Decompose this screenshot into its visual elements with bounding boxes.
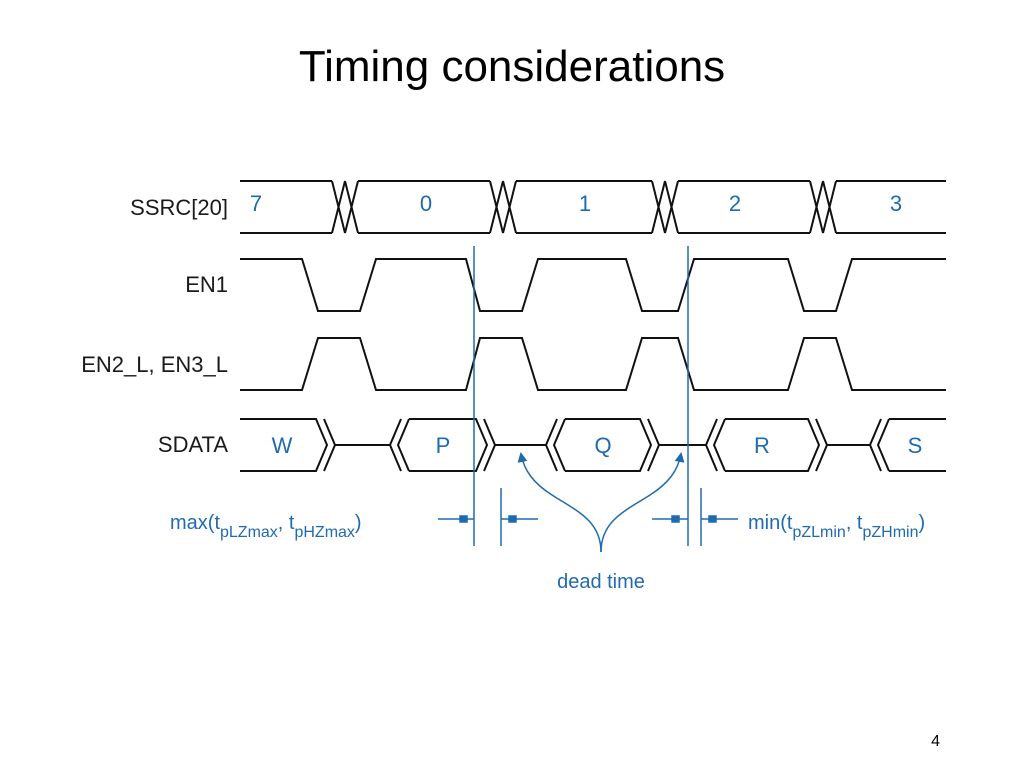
max-delay-subscript-1: pLZmax bbox=[220, 524, 278, 541]
min-delay-prefix: min(t bbox=[748, 512, 793, 534]
sdata-value: S bbox=[908, 433, 923, 458]
sdata-segment-r bbox=[700, 418, 835, 472]
right-interval-tick-b bbox=[708, 515, 717, 523]
ssrc-value: 0 bbox=[420, 191, 432, 216]
en2-en3-waveform bbox=[240, 337, 946, 391]
slide-title: Timing considerations bbox=[298, 42, 726, 91]
max-delay-prefix: max(t bbox=[170, 512, 220, 534]
ssrc-value: 2 bbox=[729, 191, 741, 216]
ssrc-transition-1 bbox=[331, 180, 359, 234]
ssrc-transition-2 bbox=[489, 180, 517, 234]
sdata-value: Q bbox=[594, 433, 611, 458]
page-number: 4 bbox=[931, 733, 940, 750]
min-delay-separator: , t bbox=[846, 512, 863, 534]
min-delay-suffix: ) bbox=[919, 512, 926, 534]
max-delay-subscript-2: pHZmax bbox=[294, 524, 354, 541]
en2-en3-label: EN2_L, EN3_L bbox=[81, 352, 228, 377]
max-delay-separator: , t bbox=[278, 512, 295, 534]
reference-lines bbox=[473, 246, 702, 546]
ssrc-transition-3 bbox=[651, 180, 679, 234]
ssrc-bus bbox=[240, 180, 946, 234]
sdata-label: SDATA bbox=[158, 432, 228, 457]
sdata-value: W bbox=[272, 433, 293, 458]
min-delay-subscript-2: pZHmin bbox=[862, 524, 918, 541]
ssrc-value: 1 bbox=[579, 191, 591, 216]
ssrc-label: SSRC[20] bbox=[130, 195, 228, 220]
right-interval-tick-a bbox=[671, 515, 680, 523]
sdata-values: W P Q R S bbox=[272, 433, 923, 458]
ssrc-value: 3 bbox=[890, 191, 902, 216]
min-delay-label: min(tpZLmin, tpZHmin) bbox=[748, 512, 925, 541]
dead-time-pointers bbox=[517, 452, 685, 553]
dead-time-label: dead time bbox=[557, 571, 645, 593]
en1-waveform bbox=[240, 258, 946, 312]
sdata-segment-s bbox=[864, 418, 946, 472]
sdata-segment-w bbox=[240, 418, 343, 472]
sdata-segment-p bbox=[382, 418, 503, 472]
sdata-value: P bbox=[436, 433, 451, 458]
interval-markers bbox=[438, 515, 738, 523]
ssrc-values: 7 0 1 2 3 bbox=[250, 191, 902, 216]
max-delay-label: max(tpLZmax, tpHZmax) bbox=[170, 512, 362, 541]
max-delay-suffix: ) bbox=[355, 512, 362, 534]
left-interval-tick-b bbox=[508, 515, 517, 523]
sdata-value: R bbox=[754, 433, 770, 458]
min-delay-subscript-1: pZLmin bbox=[792, 524, 845, 541]
ssrc-value: 7 bbox=[250, 191, 262, 216]
en1-label: EN1 bbox=[185, 272, 228, 297]
dead-time-arrow-right bbox=[600, 452, 685, 553]
ssrc-transition-4 bbox=[809, 180, 837, 234]
sdata-segment-q bbox=[538, 418, 667, 472]
left-interval-tick-a bbox=[459, 515, 468, 523]
sdata-bus bbox=[240, 418, 946, 472]
dead-time-arrow-left bbox=[517, 452, 602, 553]
